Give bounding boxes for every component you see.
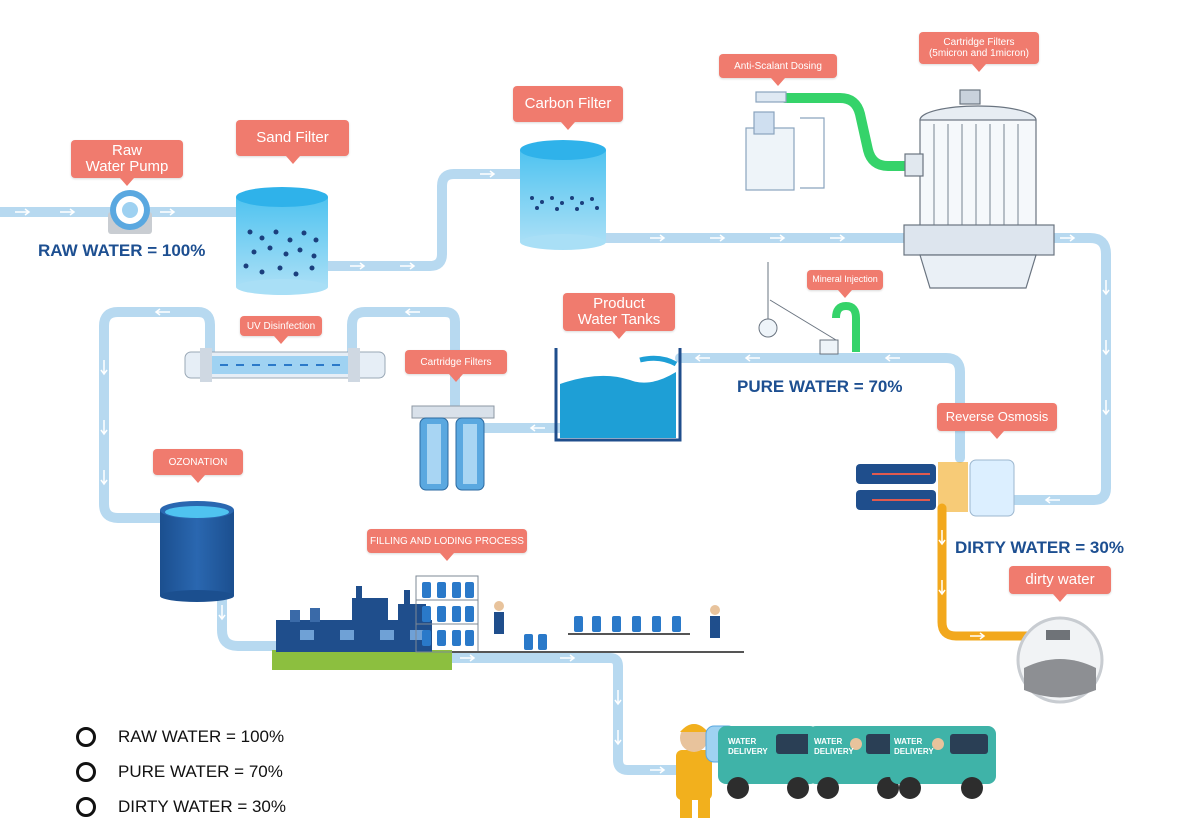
van-text-1: WATER DELIVERY <box>728 737 768 756</box>
factory <box>272 586 452 670</box>
van-text-2: WATER DELIVERY <box>814 737 854 756</box>
van-text-line-1: WATER <box>728 737 757 746</box>
callout-reverse-osmosis: Reverse Osmosis <box>937 403 1057 439</box>
dirty-water-pipe <box>937 503 1035 641</box>
product-water-tank <box>554 348 682 442</box>
van-text-line-2: DELIVERY <box>814 746 854 756</box>
legend-circle-icon <box>76 727 96 747</box>
drain <box>1016 616 1104 704</box>
van-text-line-2: DELIVERY <box>894 746 934 756</box>
flow-arrows <box>15 170 1110 774</box>
callout-cartridge-filters-top: Cartridge Filters (5micron and 1micron) <box>919 32 1039 72</box>
van-text-line-2: DELIVERY <box>728 746 768 756</box>
legend-circle-icon <box>76 797 96 817</box>
callout-mineral-injection: Mineral Injection <box>807 270 883 298</box>
mineral-pipe <box>832 301 860 352</box>
van-text-line-1: WATER <box>894 737 923 746</box>
cartridge-housing <box>903 89 1055 289</box>
callout-uv-disinfection: UV Disinfection <box>240 316 322 344</box>
van-text-3: WATER DELIVERY <box>894 737 934 756</box>
legend-item-dirty: DIRTY WATER = 30% <box>76 797 286 817</box>
mineral-flask <box>758 262 839 355</box>
legend-text: PURE WATER = 70% <box>118 762 283 781</box>
label-pure-water: PURE WATER = 70% <box>737 377 903 396</box>
callout-sand-filter: Sand Filter <box>236 120 349 164</box>
anti-scalant-pipe <box>780 93 915 171</box>
callout-anti-scalant: Anti-Scalant Dosing <box>719 54 837 86</box>
callout-filling: FILLING AND LODING PROCESS <box>367 529 527 561</box>
bottles <box>422 582 681 650</box>
uv-unit <box>184 348 386 382</box>
callout-product-tanks: Product Water Tanks <box>563 293 675 339</box>
callout-raw-water-pump: Raw Water Pump <box>71 140 183 186</box>
sand-particles <box>243 229 319 277</box>
van-text-line-1: WATER <box>814 737 843 746</box>
delivery-vans <box>718 726 996 799</box>
legend-circle-icon <box>76 762 96 782</box>
ozonation-tank <box>160 501 234 602</box>
label-dirty-water: DIRTY WATER = 30% <box>955 538 1124 557</box>
legend-item-raw: RAW WATER = 100% <box>76 727 284 747</box>
raw-water-pump <box>108 190 152 234</box>
cartridge-filters-mid <box>411 405 495 491</box>
callout-ozonation: OZONATION <box>153 449 243 483</box>
legend-text: RAW WATER = 100% <box>118 727 285 746</box>
conveyor <box>452 633 744 653</box>
anti-scalant-doser <box>745 91 825 191</box>
carbon-filter-tank <box>520 140 606 250</box>
workers <box>494 601 720 638</box>
callout-dirty-water: dirty water <box>1009 566 1111 602</box>
reverse-osmosis-unit <box>856 459 1015 517</box>
sand-filter-tank <box>236 187 328 295</box>
legend-text: DIRTY WATER = 30% <box>118 797 286 816</box>
legend-item-pure: PURE WATER = 70% <box>76 762 283 782</box>
callout-cartridge-filters-mid: Cartridge Filters <box>405 350 507 382</box>
bottle-shelf <box>415 575 479 653</box>
callout-carbon-filter: Carbon Filter <box>513 86 623 130</box>
label-raw-water: RAW WATER = 100% <box>38 241 206 260</box>
